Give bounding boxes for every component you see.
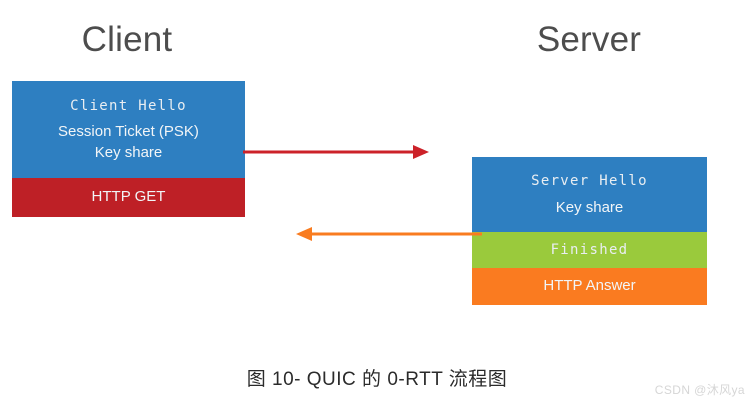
client-column-title: Client	[81, 20, 173, 59]
http-get-segment: HTTP GET	[12, 178, 245, 217]
server-hello-segment: Server Hello Key share	[472, 157, 707, 232]
http-get-label: HTTP GET	[91, 188, 166, 206]
client-message-box: Client Hello Session Ticket (PSK) Key sh…	[12, 81, 245, 217]
client-hello-label: Client Hello	[70, 98, 187, 115]
session-ticket-label: Session Ticket (PSK)	[58, 123, 199, 141]
csdn-watermark: CSDN @沐风ya	[654, 383, 745, 397]
client-hello-segment: Client Hello Session Ticket (PSK) Key sh…	[12, 81, 245, 178]
client-key-share-label: Key share	[94, 143, 163, 161]
finished-segment: Finished	[472, 232, 707, 268]
request-arrow-icon	[243, 145, 429, 159]
server-key-share-label: Key share	[555, 198, 624, 216]
http-answer-segment: HTTP Answer	[472, 268, 707, 305]
finished-label: Finished	[550, 241, 629, 258]
server-column-title: Server	[536, 20, 642, 59]
http-answer-label: HTTP Answer	[543, 277, 636, 295]
server-message-box: Server Hello Key share Finished HTTP Ans…	[472, 157, 707, 305]
figure-caption: 图 10- QUIC 的 0-RTT 流程图	[246, 369, 508, 390]
server-hello-label: Server Hello	[531, 173, 648, 190]
response-arrow-icon	[296, 227, 482, 241]
